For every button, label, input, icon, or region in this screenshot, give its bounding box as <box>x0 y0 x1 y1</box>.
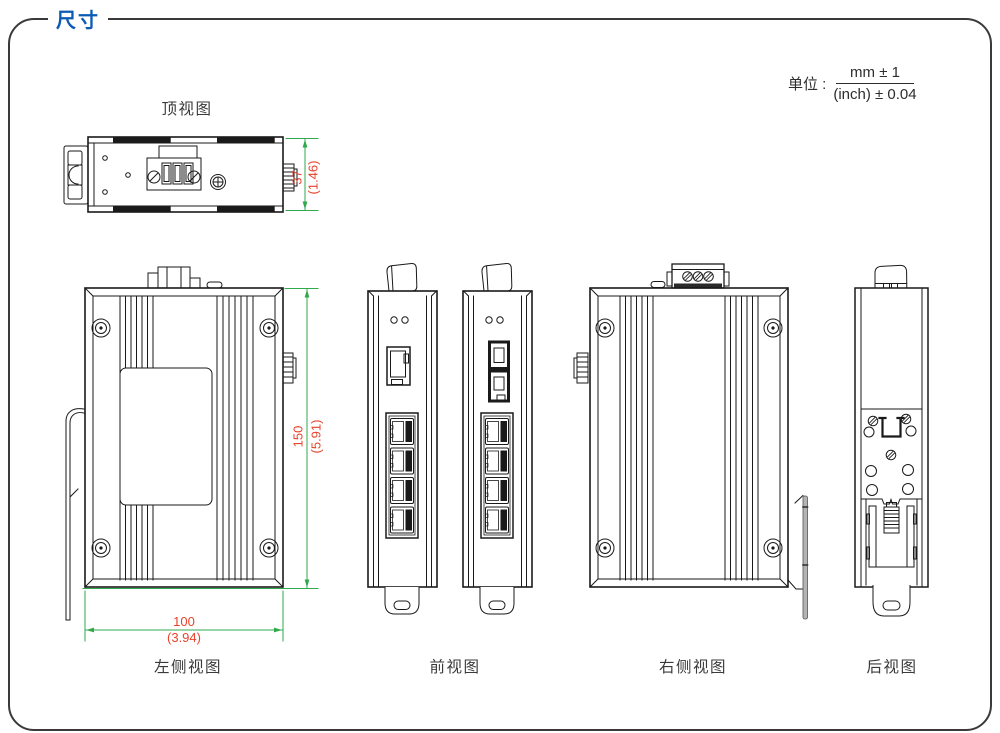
dimension-height-mm: 150 <box>290 425 306 448</box>
page-title: 尺寸 <box>48 4 108 33</box>
left-side-view-drawing <box>65 266 297 621</box>
din-clip-icon <box>63 145 89 205</box>
reset-button <box>650 281 666 288</box>
ground-screw-icon <box>210 174 226 190</box>
dimension-width-lines <box>84 590 284 642</box>
front-view-drawing <box>368 263 532 614</box>
top-view-label: 顶视图 <box>161 101 213 118</box>
reset-button <box>206 281 223 289</box>
front-view-label: 前视图 <box>429 659 481 676</box>
dimension-height-lines <box>82 288 319 589</box>
unit-mm: mm ± 1 <box>836 64 914 84</box>
din-rail <box>787 494 809 620</box>
din-rail <box>65 408 85 621</box>
label-plate <box>119 367 213 506</box>
fiber-duplex-port <box>488 340 510 403</box>
terminal-block-side <box>147 266 201 289</box>
dimension-width-inch: (3.94) <box>167 630 201 645</box>
vent-teeth <box>113 137 277 212</box>
dimension-depth-lines <box>285 138 319 211</box>
rear-view-label: 后视图 <box>866 659 918 676</box>
din-clip-rear <box>865 498 918 586</box>
led-indicators <box>390 316 504 324</box>
heatsink-fins <box>619 295 759 581</box>
dimension-depth-inch: (1.46) <box>305 160 321 195</box>
unit-label: 单位 : <box>788 76 827 93</box>
side-connector <box>573 352 589 384</box>
rear-view-drawing <box>854 264 929 617</box>
terminal-block-3pin <box>666 263 730 289</box>
left-view-label: 左侧视图 <box>153 659 222 676</box>
unit-annotation: 单位 : mm ± 1 (inch) ± 0.04 <box>788 64 917 103</box>
right-side-view-drawing <box>573 263 809 620</box>
sfp-slot <box>386 346 411 386</box>
dimension-depth-mm: 37 <box>289 170 305 185</box>
clip-spring <box>883 506 900 534</box>
dimension-height-inch: (5.91) <box>308 419 324 454</box>
page-border <box>8 18 992 731</box>
unit-inch: (inch) ± 0.04 <box>833 86 917 103</box>
dimension-width-mm: 100 <box>173 614 195 629</box>
side-connector <box>282 352 297 384</box>
din-mount-plate <box>860 413 923 505</box>
unit-fraction: mm ± 1 (inch) ± 0.04 <box>833 64 916 103</box>
terminal-block-rear <box>874 264 908 289</box>
side-connector <box>282 163 298 192</box>
terminal-block-top <box>146 145 202 191</box>
right-view-label: 右侧视图 <box>658 659 727 676</box>
top-view-drawing <box>63 136 298 213</box>
